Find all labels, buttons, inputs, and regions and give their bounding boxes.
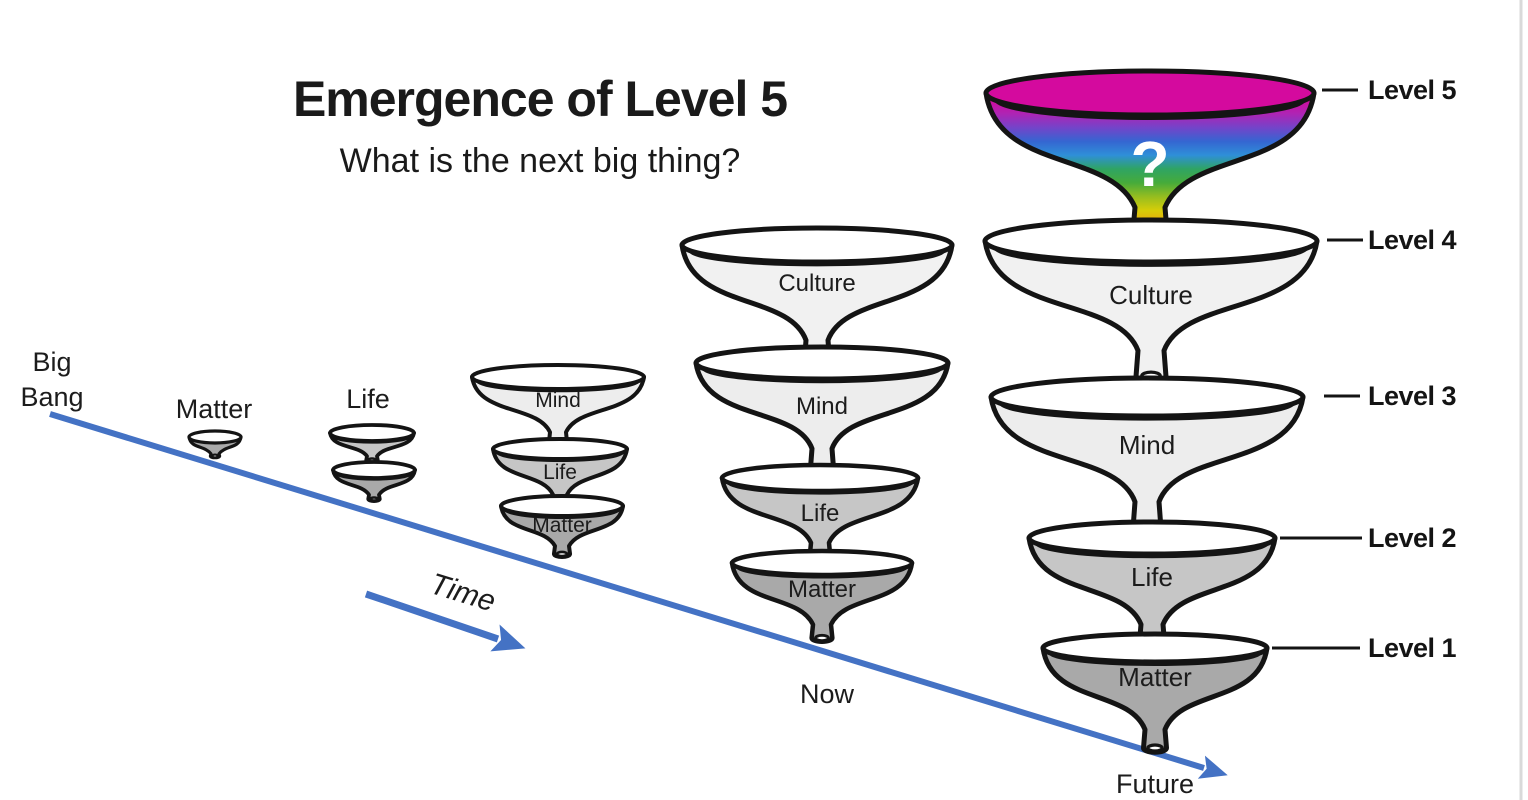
- funnel-rim: [693, 344, 951, 382]
- funnel-mind: Mind: [470, 363, 646, 450]
- funnel-mind: Mind: [988, 375, 1306, 534]
- time-arrow: [364, 590, 526, 652]
- funnel-culture: Culture: [982, 217, 1320, 384]
- funnel-label: Life: [801, 500, 840, 527]
- level-4-label: Level 4: [1368, 225, 1457, 255]
- funnel-matter: Matter: [499, 494, 625, 559]
- funnel-stack-2: [328, 423, 417, 503]
- page-subtitle: What is the next big thing?: [340, 142, 741, 180]
- level-marker-5: Level 5: [1322, 75, 1457, 105]
- funnel-inner-rim: [687, 249, 947, 267]
- stack-caption-matter: Matter: [176, 394, 253, 424]
- funnel-inner-rim: [725, 481, 915, 495]
- big-bang-label-line1: Big: [32, 347, 71, 377]
- page-title: Emergence of Level 5: [293, 71, 787, 127]
- level-marker-1: Level 1: [1272, 633, 1457, 663]
- level-marker-2: Level 2: [1280, 523, 1457, 553]
- funnel-tip: [369, 496, 379, 502]
- funnel-life: Life: [719, 462, 921, 564]
- funnel-label: Mind: [796, 393, 848, 420]
- funnel-stacks: MindLifeMatterCultureMindLifeMatter?Cult…: [187, 68, 1320, 755]
- funnel-label: Mind: [535, 389, 581, 412]
- level-marker-4: Level 4: [1327, 225, 1457, 255]
- funnel-label: Culture: [778, 270, 855, 297]
- time-label: Time: [426, 567, 499, 618]
- funnel-matter: [187, 429, 243, 460]
- funnel-tip: [211, 453, 219, 459]
- funnel-rim: [679, 225, 955, 265]
- funnel-label: Matter: [532, 514, 592, 537]
- funnel-rim: [982, 217, 1320, 265]
- stack-caption-life: Life: [346, 384, 390, 414]
- funnel-inner-rim: [330, 434, 414, 444]
- funnel-matter: [331, 460, 417, 503]
- funnel-tip: [1146, 743, 1164, 753]
- funnel-mind: Mind: [693, 344, 951, 475]
- timeline-line: [49, 411, 1228, 779]
- big-bang-label-line2: Bang: [20, 382, 83, 412]
- level-3-label: Level 3: [1368, 381, 1457, 411]
- funnel-life: Life: [1026, 519, 1278, 652]
- funnel-label: Matter: [788, 576, 856, 603]
- funnel-label: Culture: [1109, 280, 1193, 310]
- funnel-matter: Matter: [729, 548, 915, 645]
- funnel-inner-rim: [735, 565, 909, 579]
- time-arrow-line: [364, 590, 526, 652]
- funnel-matter: Matter: [1040, 631, 1270, 755]
- funnel-inner-rim: [993, 98, 1307, 120]
- funnel-inner-rim: [701, 366, 943, 384]
- level-5-label: Level 5: [1368, 75, 1457, 105]
- funnel-inner-rim: [1034, 541, 1270, 559]
- funnel-unknown: ?: [983, 68, 1317, 243]
- funnel-inner-rim: [502, 508, 622, 519]
- funnel-inner-rim: [992, 246, 1310, 267]
- funnel-life: [328, 423, 416, 464]
- timeline-arrow: [49, 411, 1228, 779]
- funnel-rim: [983, 68, 1317, 118]
- funnel-inner-rim: [998, 401, 1296, 421]
- funnel-inner-rim: [1047, 651, 1263, 666]
- level-1-label: Level 1: [1368, 633, 1457, 663]
- funnel-stack-1: [187, 429, 243, 460]
- funnel-inner-rim: [475, 379, 641, 393]
- funnel-label: Matter: [1118, 662, 1192, 692]
- funnel-label: Life: [543, 461, 577, 484]
- funnel-rim: [988, 375, 1306, 419]
- funnel-label: Life: [1131, 562, 1173, 592]
- funnel-rim: [1026, 519, 1278, 557]
- now-label: Now: [800, 679, 855, 709]
- future-label: Future: [1116, 769, 1194, 799]
- funnel-label: ?: [1130, 128, 1169, 200]
- funnel-tip: [555, 550, 569, 558]
- funnel-inner-rim: [495, 451, 625, 462]
- level-marker-3: Level 3: [1324, 381, 1457, 411]
- funnel-rim: [470, 363, 646, 391]
- funnel-inner-rim: [333, 471, 415, 481]
- funnel-label: Mind: [1119, 430, 1175, 460]
- funnel-rim: [187, 429, 243, 445]
- funnel-tip: [814, 633, 830, 643]
- level-2-label: Level 2: [1368, 523, 1456, 553]
